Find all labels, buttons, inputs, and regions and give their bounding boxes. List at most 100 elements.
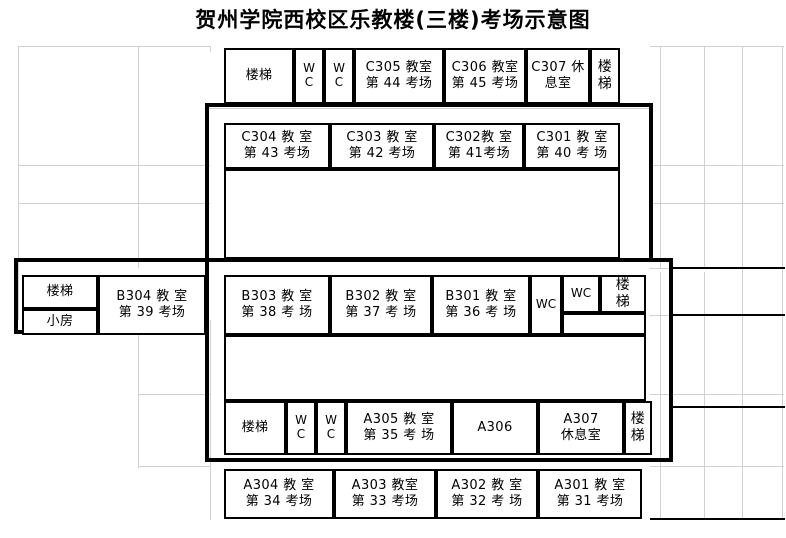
room-a301[interactable]: A301 教 室 第 31 考场 (538, 469, 642, 519)
room-a307-rest[interactable]: A307 休息室 (538, 401, 624, 455)
wall-b-right (669, 258, 673, 462)
room-label-line1: W (303, 61, 315, 76)
room-c301[interactable]: C301 教 室 第 40 考 场 (524, 123, 620, 169)
room-label-line2: C (334, 75, 344, 89)
grid-hline (650, 466, 784, 467)
grid-vline (742, 46, 743, 520)
room-label-line1: W (325, 413, 337, 428)
room-b304[interactable]: B304 教 室 第 39 考场 (98, 275, 206, 335)
room-b-stair-left[interactable]: 楼梯 (22, 275, 98, 309)
room-label-line1: C307 休 (531, 60, 585, 76)
wall-right-stub-top (673, 267, 785, 269)
room-label-line2: 第 40 考 场 (536, 146, 608, 161)
grid-hline (650, 203, 784, 204)
room-label-line2: 第 41考场 (447, 146, 511, 161)
room-b301[interactable]: B301 教 室 第 36 考 场 (432, 275, 530, 335)
grid-vline (782, 46, 783, 520)
wall-b-top (14, 258, 673, 262)
grid-hline (650, 394, 784, 395)
wall-a-left (205, 258, 209, 462)
room-label-line2: 第 37 考 场 (345, 305, 417, 320)
room-label-line1: A303 教室 (351, 478, 419, 494)
room-label-line2: 第 45 考场 (451, 76, 519, 91)
grid-hline (18, 46, 210, 47)
grid-vline (138, 46, 139, 268)
room-label-line2: 第 34 考场 (245, 494, 313, 509)
room-a306[interactable]: A306 (452, 401, 538, 455)
wall-c-right (649, 103, 653, 261)
room-c305[interactable]: C305 教室 第 44 考场 (354, 48, 444, 104)
room-c-open-area (224, 169, 620, 259)
room-a302[interactable]: A302 教 室 第 32 考 场 (436, 469, 538, 519)
room-label-line1: B301 教 室 (445, 289, 517, 305)
wall-right-stub-a-top (673, 406, 785, 408)
room-c303[interactable]: C303 教 室 第 42 考场 (330, 123, 434, 169)
wall-b-left (14, 258, 18, 334)
room-c306[interactable]: C306 教室 第 45 考场 (444, 48, 526, 104)
room-label-line2: 第 36 考 场 (445, 305, 517, 320)
room-label-line2: 梯 (615, 294, 631, 310)
room-label-line2: C (304, 75, 314, 89)
room-c-wc-2[interactable]: W C (324, 48, 354, 104)
room-label-line2: C (296, 427, 306, 441)
room-label-line1: C301 教 室 (536, 130, 608, 146)
grid-hline (18, 165, 210, 166)
grid-vline (18, 46, 19, 320)
wall-right-stub-bottom (673, 314, 785, 316)
room-a-stair-left[interactable]: 楼梯 (224, 401, 286, 455)
room-label-line1: W (295, 413, 307, 428)
room-c304[interactable]: C304 教 室 第 43 考场 (224, 123, 330, 169)
room-label-line2: 梯 (597, 76, 613, 92)
room-label-line1: C302教 室 (445, 130, 513, 146)
room-label-line2: 第 32 考 场 (451, 494, 523, 509)
room-label-line1: WC (535, 297, 557, 312)
room-label-line1: B304 教 室 (116, 289, 188, 305)
grid-hline (138, 394, 210, 395)
room-label-line1: 楼 (597, 59, 613, 76)
room-a-wc-2[interactable]: W C (316, 401, 346, 455)
grid-vline (660, 272, 661, 520)
room-label-line1: 楼 (615, 277, 631, 294)
room-c307-rest[interactable]: C307 休 息室 (526, 48, 590, 104)
room-ab-open-area (224, 335, 646, 401)
room-c302[interactable]: C302教 室 第 41考场 (434, 123, 524, 169)
room-label-line2: 第 44 考场 (365, 76, 433, 91)
room-label-line1: A304 教 室 (243, 478, 315, 494)
room-a304[interactable]: A304 教 室 第 34 考场 (224, 469, 334, 519)
grid-hline (18, 203, 210, 204)
room-label-line1: 小房 (46, 314, 74, 330)
grid-vline (704, 46, 705, 268)
grid-vline (210, 46, 211, 52)
room-label-line1: A302 教 室 (451, 478, 523, 494)
room-label-line2: 第 33 考场 (351, 494, 419, 509)
room-label-line2: 第 43 考场 (243, 146, 311, 161)
room-a305[interactable]: A305 教 室 第 35 考 场 (346, 401, 452, 455)
room-c-wc-1[interactable]: W C (294, 48, 324, 104)
room-label-line2: 第 31 考场 (556, 494, 624, 509)
room-a-stair-right[interactable]: 楼 梯 (624, 401, 652, 455)
room-label-line1: B302 教 室 (345, 289, 417, 305)
room-b-wc-tall[interactable]: WC (530, 275, 562, 335)
room-b-wc-small[interactable]: WC (562, 275, 600, 313)
room-b302[interactable]: B302 教 室 第 37 考 场 (330, 275, 432, 335)
room-label-line1: B303 教 室 (241, 289, 313, 305)
room-label-line1: 楼 (630, 411, 646, 428)
room-a303[interactable]: A303 教室 第 33 考场 (334, 469, 436, 519)
room-c-stair-right[interactable]: 楼 梯 (590, 48, 620, 104)
room-b-xiaofang[interactable]: 小房 (22, 309, 98, 335)
room-label-line1: WC (570, 286, 592, 301)
room-a-wc-1[interactable]: W C (286, 401, 316, 455)
wall-a-bottom (205, 458, 673, 462)
room-b-stair-right[interactable]: 楼 梯 (600, 275, 646, 313)
room-label-line2: C (326, 427, 336, 441)
room-b303[interactable]: B303 教 室 第 38 考 场 (224, 275, 330, 335)
grid-hline (204, 108, 650, 109)
room-c-stair-left[interactable]: 楼梯 (224, 48, 294, 104)
grid-hline (650, 46, 784, 47)
grid-vline (704, 272, 705, 520)
room-label-line1: W (333, 61, 345, 76)
room-label-line2: 休息室 (560, 428, 602, 443)
room-label-line2: 第 35 考 场 (363, 428, 435, 443)
room-label-line1: C305 教室 (365, 60, 433, 76)
room-label-line2: 第 38 考 场 (241, 305, 313, 320)
